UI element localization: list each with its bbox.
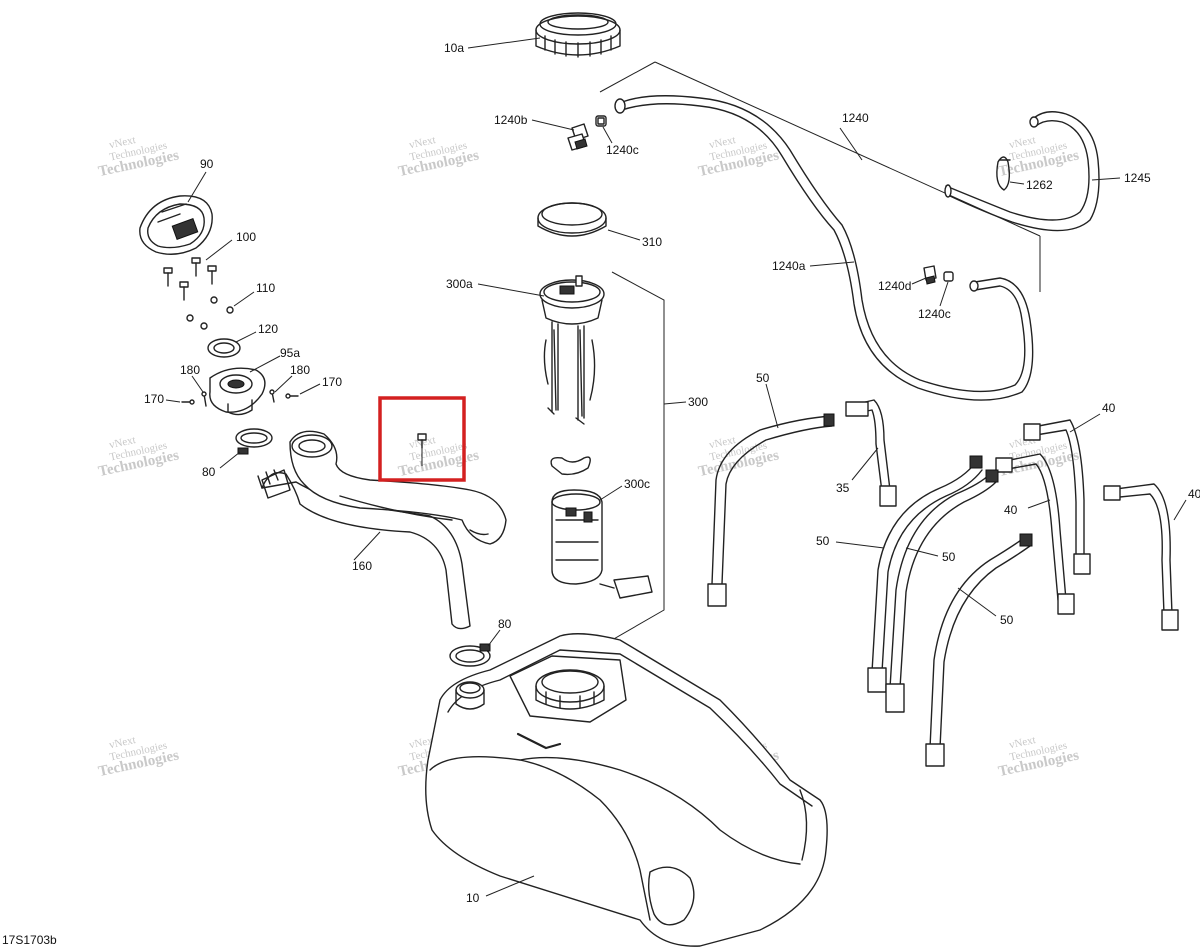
label-50-mid: 50 xyxy=(942,550,956,564)
label-35: 35 xyxy=(836,481,850,495)
part-120-gasket[interactable] xyxy=(207,338,241,358)
part-110-washers[interactable] xyxy=(186,296,234,330)
watermark: vNext Technologies Technologies xyxy=(97,734,181,780)
part-95a-filler-neck[interactable] xyxy=(209,367,266,416)
label-80-bottom: 80 xyxy=(498,617,512,631)
part-1240c-clip-bottom[interactable] xyxy=(943,271,954,282)
svg-text:vNext: vNext xyxy=(408,134,437,151)
label-300c: 300c xyxy=(624,477,650,491)
part-35-strap[interactable] xyxy=(845,399,897,507)
label-180-left: 180 xyxy=(180,363,200,377)
part-1245-hose[interactable] xyxy=(944,111,1100,232)
label-170-right: 170 xyxy=(322,375,342,389)
part-1240c-clip-top[interactable] xyxy=(595,115,607,127)
part-100-screws[interactable] xyxy=(163,257,217,301)
svg-text:vNext: vNext xyxy=(408,734,437,751)
part-180-rivet-left[interactable] xyxy=(201,391,207,407)
watermark: vNext Technologies Technologies xyxy=(697,134,781,180)
part-1240d-fitting[interactable] xyxy=(923,265,937,285)
label-100: 100 xyxy=(236,230,256,244)
part-90-filler-cap[interactable] xyxy=(139,195,213,255)
label-110: 110 xyxy=(256,281,275,295)
part-80-hose-clamp-left[interactable] xyxy=(235,428,273,455)
label-1245: 1245 xyxy=(1124,171,1151,185)
part-40-strap-mid[interactable] xyxy=(995,453,1075,615)
label-1240c-bottom: 1240c xyxy=(918,307,951,321)
part-310-seal[interactable] xyxy=(537,202,607,237)
label-40-top: 40 xyxy=(1102,401,1116,415)
svg-text:vNext: vNext xyxy=(108,134,137,151)
part-50-strap-left[interactable] xyxy=(867,455,983,693)
label-300: 300 xyxy=(688,395,708,409)
label-1240a: 1240a xyxy=(772,259,806,273)
part-170-screw-right[interactable] xyxy=(285,393,299,399)
watermark: vNext Technologies Technologies xyxy=(697,434,781,480)
label-10a: 10a xyxy=(444,41,464,55)
svg-text:vNext: vNext xyxy=(1008,134,1037,151)
label-1240d: 1240d xyxy=(878,279,911,293)
label-90: 90 xyxy=(200,157,214,171)
label-1240b: 1240b xyxy=(494,113,528,127)
bracket-300 xyxy=(611,271,665,641)
label-50-top: 50 xyxy=(756,371,770,385)
part-50-strap-bottom[interactable] xyxy=(925,533,1033,767)
label-50-left: 50 xyxy=(816,534,830,548)
label-300a: 300a xyxy=(446,277,473,291)
watermark: vNext Technologies Technologies xyxy=(397,134,481,180)
label-310: 310 xyxy=(642,235,662,249)
part-1240-vent-hose[interactable] xyxy=(614,95,1034,401)
watermark: vNext Technologies Technologies xyxy=(997,734,1081,780)
label-95a: 95a xyxy=(280,346,300,360)
label-10: 10 xyxy=(466,891,480,905)
part-160-filler-hose[interactable] xyxy=(257,430,507,630)
part-10-fuel-tank[interactable] xyxy=(425,633,828,947)
label-170-left: 170 xyxy=(144,392,164,406)
part-10a-lock-ring[interactable] xyxy=(535,12,621,58)
label-120: 120 xyxy=(258,322,278,336)
label-40-right: 40 xyxy=(1188,487,1200,501)
watermark: vNext Technologies Technologies xyxy=(97,434,181,480)
part-40-strap-top[interactable] xyxy=(1023,419,1091,575)
label-1262: 1262 xyxy=(1026,178,1053,192)
label-1240c-top: 1240c xyxy=(606,143,639,157)
label-1240: 1240 xyxy=(842,111,869,125)
part-1240b-fitting[interactable] xyxy=(567,123,589,151)
diagram-id: 17S1703b xyxy=(2,933,57,947)
part-50-strap-mid[interactable] xyxy=(885,469,999,713)
part-40-strap-right[interactable] xyxy=(1103,483,1179,631)
part-300c-pump-module-bottom[interactable] xyxy=(550,456,653,599)
watermark: vNext Technologies Technologies xyxy=(397,434,481,480)
part-300a-pump-module-top[interactable] xyxy=(539,275,605,425)
label-80-left: 80 xyxy=(202,465,216,479)
svg-text:vNext: vNext xyxy=(708,134,737,151)
highlight-box xyxy=(378,396,466,482)
part-180-rivet-right[interactable] xyxy=(269,389,275,403)
part-80-hose-clamp-bottom[interactable] xyxy=(449,643,491,667)
svg-text:vNext: vNext xyxy=(108,734,137,751)
part-50-strap-top[interactable] xyxy=(707,413,835,607)
part-170-screw-left[interactable] xyxy=(181,399,195,405)
label-50-bottom: 50 xyxy=(1000,613,1014,627)
label-160: 160 xyxy=(352,559,372,573)
label-40-mid: 40 xyxy=(1004,503,1018,517)
highlighted-small-part[interactable] xyxy=(417,433,427,466)
svg-text:vNext: vNext xyxy=(708,434,737,451)
watermark: vNext Technologies Technologies xyxy=(997,134,1081,180)
label-180-right: 180 xyxy=(290,363,310,377)
part-1262-clamp[interactable] xyxy=(996,156,1011,191)
watermark: vNext Technologies Technologies xyxy=(97,134,181,180)
svg-text:vNext: vNext xyxy=(1008,734,1037,751)
svg-text:vNext: vNext xyxy=(108,434,137,451)
